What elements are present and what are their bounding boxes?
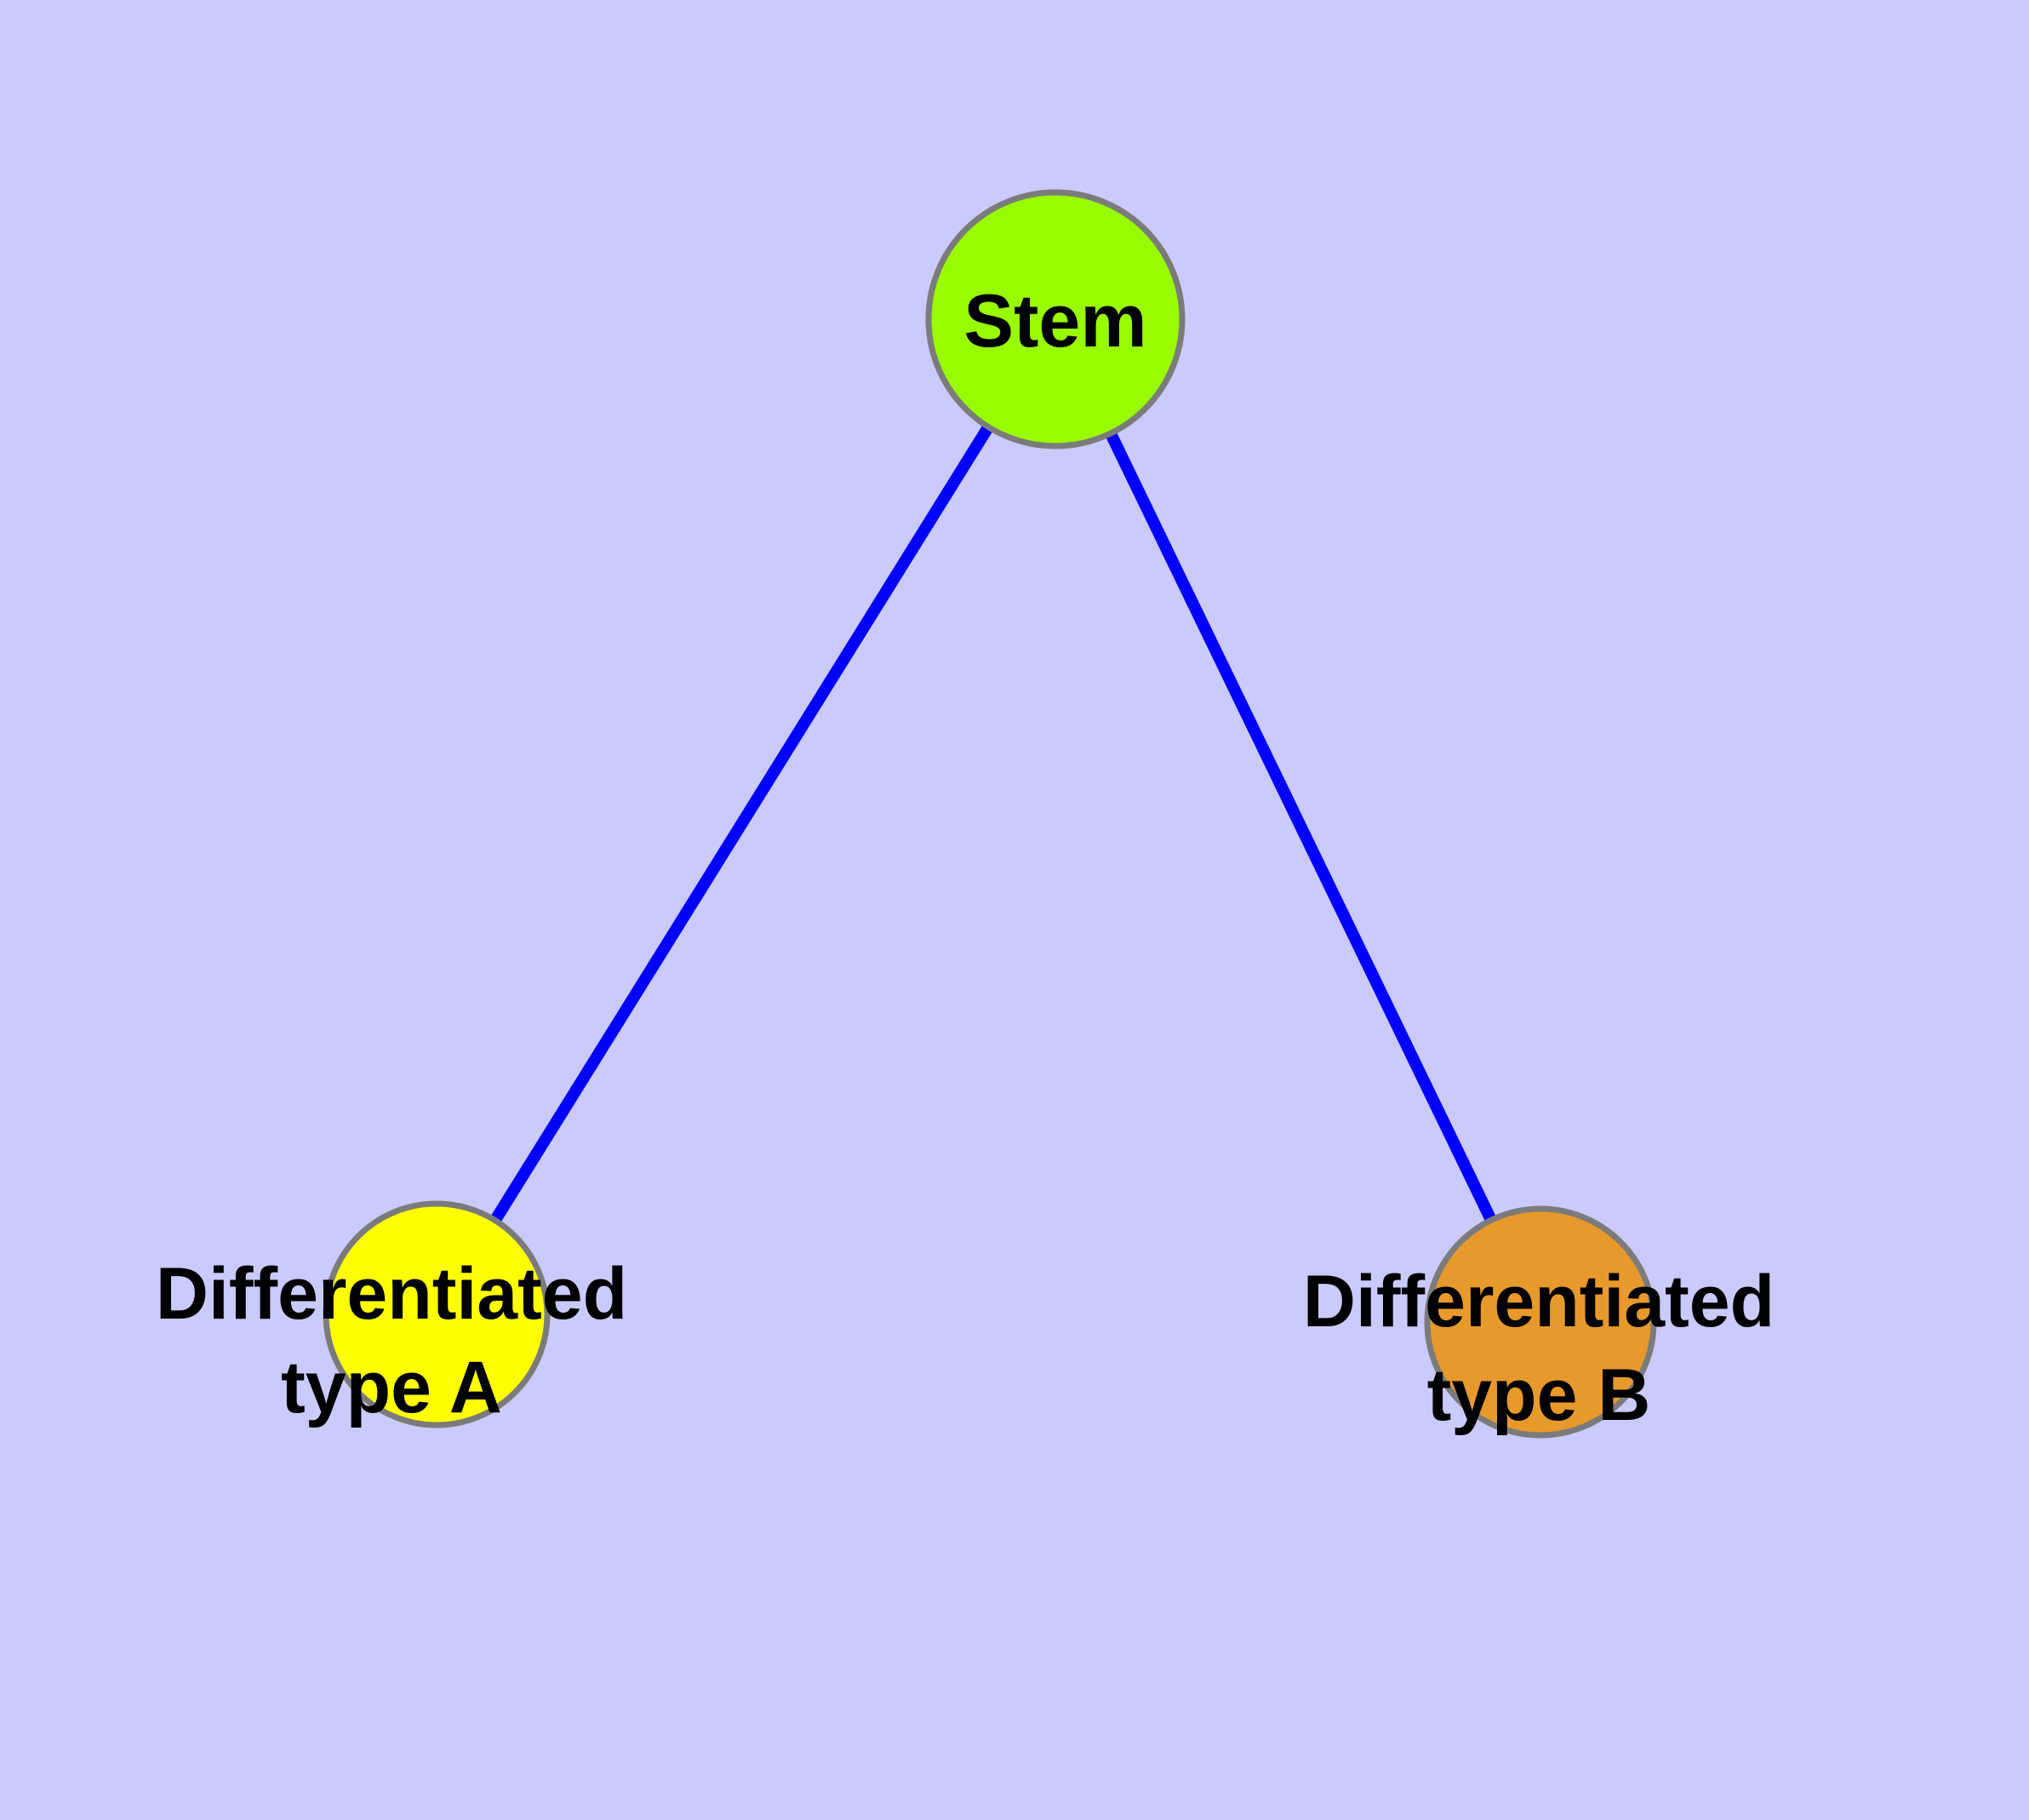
differentiated-type-a-node — [323, 1200, 551, 1428]
edge-stem-to-type-a — [432, 316, 1060, 1318]
differentiated-type-a-label-line2: type A — [281, 1347, 502, 1428]
edge-stem-to-type-b — [1049, 316, 1546, 1325]
differentiated-type-b-label-line1: Differentiated — [1303, 1261, 1775, 1342]
stem-node-label: Stem — [963, 278, 1146, 363]
differentiated-type-b-label-line2: type B — [1427, 1354, 1651, 1436]
differentiated-type-b-node — [1424, 1205, 1657, 1439]
differentiated-type-a-label-line1: Differentiated — [156, 1253, 627, 1335]
stem-node — [925, 189, 1186, 449]
